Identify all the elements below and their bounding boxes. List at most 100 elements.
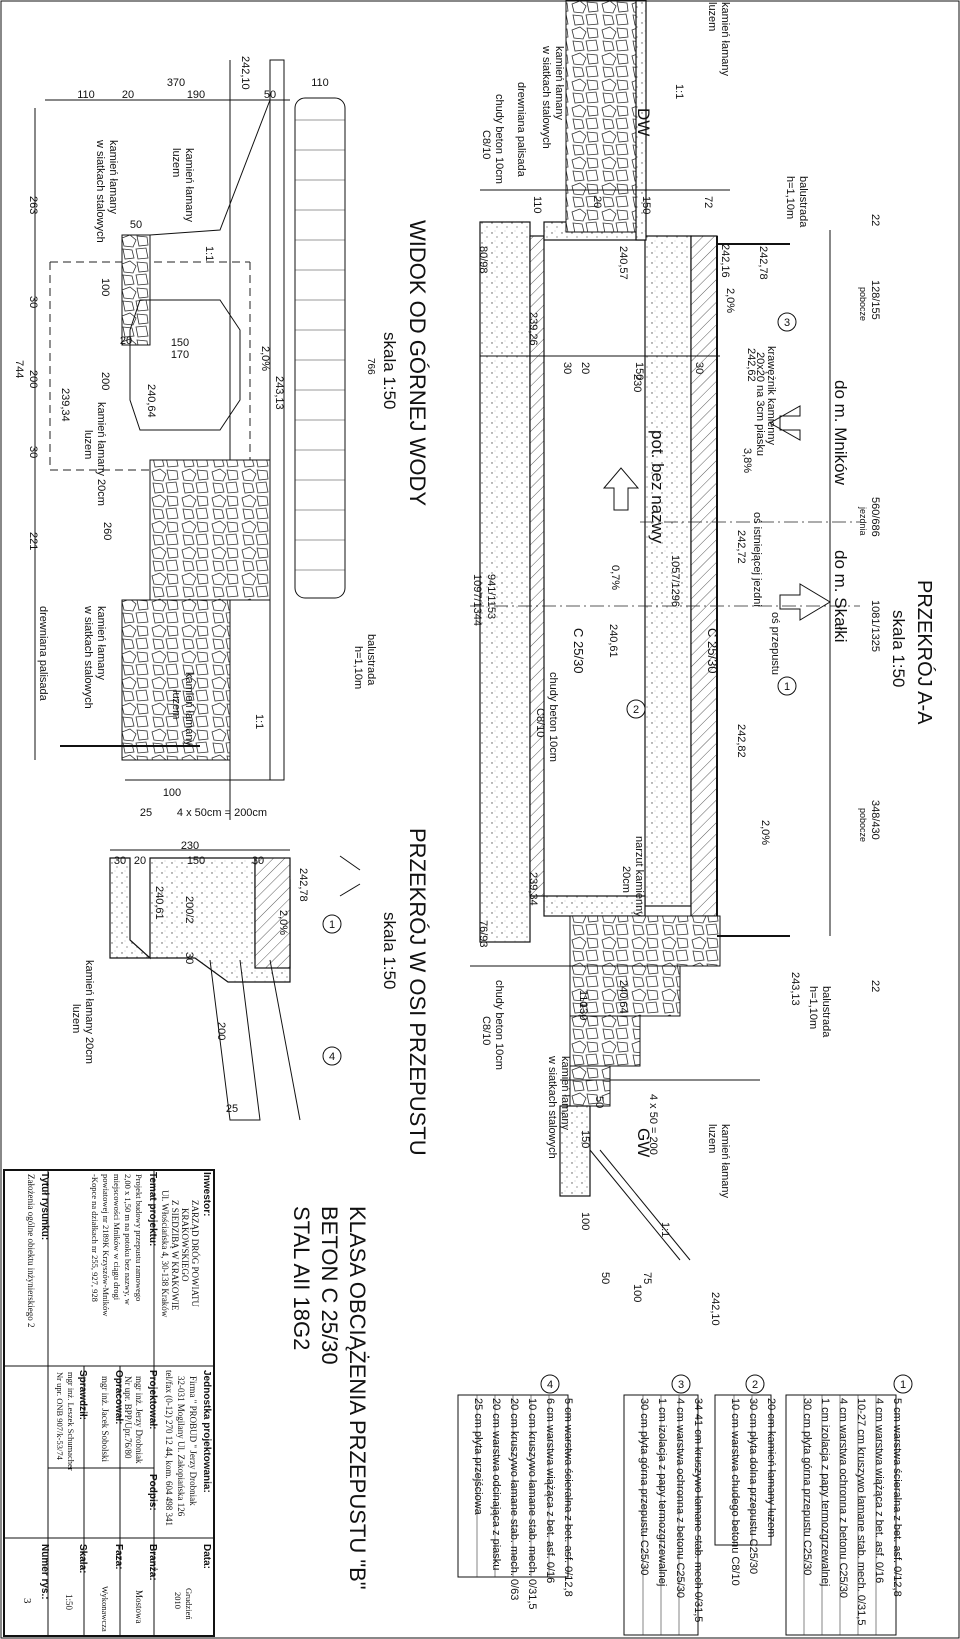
as-dim-200: 200 bbox=[215, 1022, 227, 1040]
dim-100-b: 100 bbox=[631, 1284, 643, 1302]
dim-766: 766 bbox=[365, 358, 376, 375]
lean-concrete-3: chudy beton 10cm bbox=[493, 980, 505, 1070]
layer-3-item-1: 34-41 cm kruszywo łamane stab. mech 0/31… bbox=[692, 1398, 704, 1622]
slope-38: 3,8% bbox=[741, 448, 753, 473]
break-symbol-icon bbox=[339, 855, 361, 897]
upstream-view: WIDOK OD GÓRNEJ WODY skala 1:50 766 110 … bbox=[13, 56, 430, 820]
stone-gabion-label-2: kamień łamany bbox=[559, 1056, 571, 1130]
as-elev-242-78: 242,78 bbox=[297, 868, 309, 902]
lean-concrete-2: chudy beton 10cm bbox=[547, 672, 559, 762]
branch-label: Branża: bbox=[147, 1544, 158, 1581]
ordinate-941: 941/1153 bbox=[485, 574, 497, 619]
layer-4-item-6: 25 cm płyta przejściowa bbox=[472, 1398, 484, 1516]
uv-stone-3: kamień łamany 20cm bbox=[95, 402, 107, 506]
stone-gabion-label-2b: w siatkach stalowych bbox=[546, 1055, 558, 1159]
checked-label: Sprawdził: bbox=[77, 1370, 88, 1420]
uv-palisade: drewniana palisada bbox=[37, 606, 49, 702]
axis-section: 1 4 PRZEKRÓJ W OSI PRZEPUSTU skala 1:50 … bbox=[70, 828, 430, 1156]
uv-slope-ratio: 1:1 bbox=[203, 246, 215, 261]
as-stone: kamień łamany 20cm bbox=[83, 960, 95, 1064]
stone-loose-label-2: kamień łamany bbox=[719, 1124, 731, 1198]
gw-step-1 bbox=[569, 915, 721, 967]
ordinate-1097: 1097/1344 bbox=[471, 574, 483, 626]
layer-1-item-6: 30 cm płyta górna przepustu C25/30 bbox=[801, 1398, 813, 1575]
layers-4-marker: 4 bbox=[540, 1374, 560, 1394]
uv-dim-100-b: 100 bbox=[163, 787, 181, 799]
elev-242-72: 242,72 bbox=[735, 530, 747, 564]
investor-line-2: KRAKOWSKIEGO bbox=[180, 1208, 190, 1282]
ordinate-128: 128/155 bbox=[869, 280, 881, 320]
top-slab bbox=[644, 235, 692, 907]
layer-2-item-1: 20 cm kamień łamany luzem bbox=[765, 1398, 777, 1537]
dw-gabions bbox=[565, 0, 637, 233]
dim-30-b: 30 bbox=[693, 362, 705, 374]
dim-22-a: 22 bbox=[869, 214, 881, 226]
dw-label: DW bbox=[634, 108, 653, 136]
arrow-mnikow-icon bbox=[768, 405, 801, 441]
road-axis-label: oś istniejącej jezdni bbox=[751, 512, 763, 607]
to-mnikow-label: do m. Mników bbox=[831, 380, 850, 486]
uv-dim-100: 100 bbox=[99, 278, 111, 296]
drawing-title: Założenia ogólne obiektu inżynierskiego … bbox=[26, 1174, 36, 1327]
dim-20: 20 bbox=[591, 196, 603, 208]
investor-line-3: Z SIEDZIBĄ W KRAKOWIE bbox=[170, 1200, 180, 1311]
slope-20-a: 2,0% bbox=[724, 288, 736, 313]
layer-1-item-5: 1 cm izolacja z papy termozgrzewalnej bbox=[819, 1398, 831, 1586]
topic-label: Temat projektu: bbox=[147, 1172, 158, 1246]
topic-line-5: -Kopce na działkach nr 255, 927, 928 bbox=[90, 1174, 100, 1302]
phase-label: Faza: bbox=[113, 1544, 124, 1570]
class-text: KLASA OBCIĄŻENIA PRZEPUSTU "B" BETON C 2… bbox=[289, 1206, 370, 1590]
uv-dim-30-b: 30 bbox=[27, 446, 39, 458]
lean-concrete-1: chudy beton 10cm bbox=[493, 94, 505, 184]
headwall bbox=[269, 59, 285, 781]
uv-slope-ratio-b: 1:1 bbox=[253, 714, 265, 729]
checked-line-1: mgr inż. Leszek Schumacher bbox=[66, 1372, 76, 1471]
gw-step-2 bbox=[569, 965, 681, 1017]
palisade-label-aa: drewniana palisada bbox=[515, 82, 527, 178]
svg-text:4: 4 bbox=[329, 1051, 335, 1063]
dim-50-b: 50 bbox=[599, 1272, 611, 1284]
svg-text:4: 4 bbox=[547, 1379, 553, 1391]
uv-dim-20-b: 20 bbox=[120, 335, 132, 347]
concrete-class: BETON C 25/30 bbox=[317, 1206, 342, 1365]
svg-text:1: 1 bbox=[329, 919, 335, 931]
balustrade-slats bbox=[295, 119, 345, 571]
layer-1-item-2: 4 cm warstwa wiążąca z bet. asf. 0/16 bbox=[873, 1398, 885, 1583]
layer-4-item-1: 5 cm warstwa ścieralna z bet. asf. 0/12,… bbox=[562, 1398, 574, 1597]
uv-dim-744: 744 bbox=[13, 360, 25, 378]
culvert-axis-label: oś przepustu bbox=[769, 612, 781, 675]
uv-stone-5b: luzem bbox=[170, 690, 182, 719]
elev-242-16: 242,16 bbox=[719, 244, 731, 278]
date-year: 2010 bbox=[173, 1592, 183, 1609]
svg-text:2: 2 bbox=[633, 704, 639, 716]
designer-label: Projektował: bbox=[147, 1370, 158, 1429]
gw-label: GW bbox=[634, 1128, 653, 1157]
balustrade-1-height: h=1,10m bbox=[784, 176, 796, 219]
layers-1-marker: 1 bbox=[893, 1374, 913, 1394]
topic-line-3: miejscowości Mników w ciągu drogi bbox=[112, 1174, 122, 1301]
uv-elev-240-64: 240,64 bbox=[145, 384, 157, 418]
unit-label: Jednostka projektowania: bbox=[201, 1370, 212, 1493]
dim-110-b: 110 bbox=[577, 990, 589, 1008]
as-dim-30-c: 30 bbox=[183, 952, 195, 964]
uv-dim-260: 260 bbox=[101, 522, 113, 540]
axis-section-title: PRZEKRÓJ W OSI PRZEPUSTU bbox=[405, 828, 430, 1156]
date-month: Grudzień bbox=[184, 1588, 194, 1620]
dim-150-b: 150 bbox=[633, 362, 645, 380]
balustrade-2-height: h=1,10m bbox=[807, 986, 819, 1029]
dim-230: 230 bbox=[631, 374, 643, 392]
dim-22-b: 22 bbox=[869, 980, 881, 992]
culvert-opening bbox=[129, 299, 241, 431]
uv-dim-200: 200 bbox=[27, 370, 39, 388]
balustrade-1-label: balustrada bbox=[797, 176, 809, 228]
gabion-right bbox=[149, 459, 271, 601]
marker-3: 3 bbox=[777, 312, 797, 332]
layers-2-table bbox=[714, 1394, 772, 1546]
gw-apron bbox=[559, 1105, 591, 1197]
elev-242-82: 242,82 bbox=[735, 724, 747, 758]
kerb-label-2: 20x20 na 3cm piasku bbox=[754, 352, 766, 456]
dim-20-b: 20 bbox=[579, 362, 591, 374]
svg-text:3: 3 bbox=[678, 1379, 684, 1391]
wall-right bbox=[543, 895, 646, 917]
